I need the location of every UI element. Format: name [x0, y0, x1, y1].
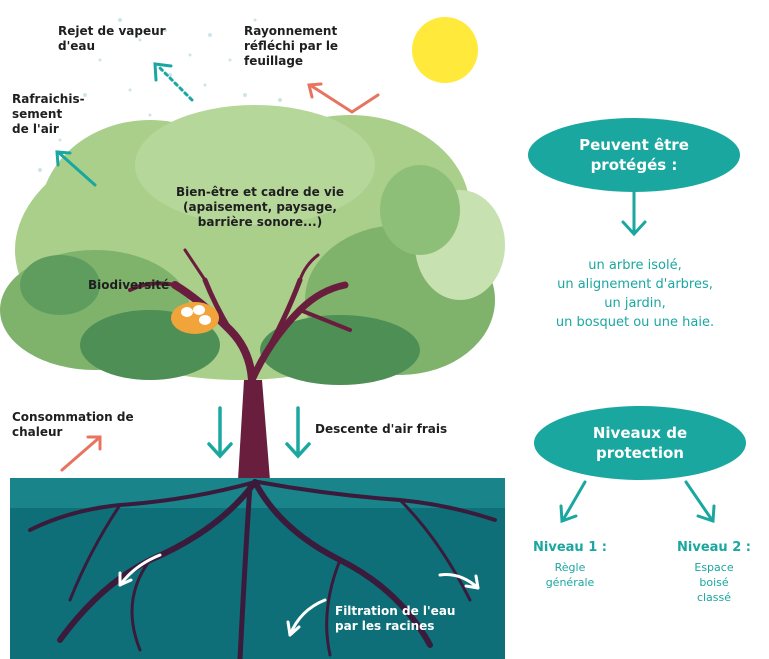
label-biodiversity: Biodiversité: [88, 278, 170, 292]
vapor-arrow-head: [153, 62, 173, 82]
trunk-base: [238, 380, 270, 480]
label-radiation: Rayonnement réfléchi par le feuillage: [244, 24, 339, 68]
level1-desc: Règle générale: [545, 561, 595, 589]
levels-title: Niveaux de protection: [534, 406, 746, 480]
label-cool-air: Descente d'air frais: [315, 422, 448, 436]
label-wellbeing: Bien-être et cadre de vie (apaisement, p…: [175, 185, 345, 229]
level2-desc: Espace boisé classé: [694, 561, 734, 604]
level1-title: Niveau 1 :: [533, 540, 607, 555]
tree-trunk: [128, 248, 352, 484]
label-vapor: Rejet de vapeur d'eau: [58, 24, 166, 53]
protected-title: Peuvent être protégés :: [528, 118, 740, 192]
level2-title: Niveau 2 :: [677, 540, 751, 555]
cooling-arrow: [55, 150, 97, 187]
protected-arrow: [621, 188, 647, 237]
vapor-speckles: [38, 18, 282, 172]
vapor-arrow: [158, 66, 194, 102]
heat-arrow: [60, 435, 102, 472]
bird-nest-icon: [171, 302, 219, 334]
radiation-arrow: [307, 82, 380, 114]
tree-foliage: [0, 105, 505, 385]
water-arrows: [118, 553, 480, 637]
sun-icon: [412, 17, 478, 83]
levels-arrows: [559, 480, 716, 524]
label-air-cooling: Rafraichis- sement de l'air: [12, 92, 85, 136]
protected-items: un arbre isolé, un alignement d'arbres, …: [555, 258, 715, 330]
label-water-filtration: Filtration de l'eau par les racines: [335, 604, 456, 633]
label-heat-consumption: Consommation de chaleur: [12, 410, 134, 439]
cool-air-arrows: [207, 406, 311, 459]
